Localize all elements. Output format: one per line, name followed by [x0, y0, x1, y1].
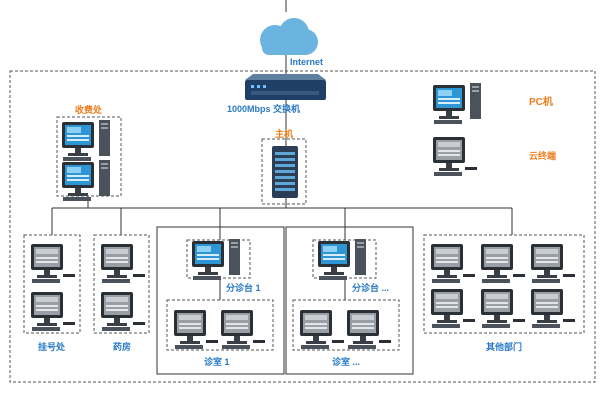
registration-terminal-icon [31, 292, 75, 331]
clinic-1-terminal-icon [221, 310, 265, 349]
other-dept-terminal-icon [531, 244, 575, 283]
registration-terminal-icon [31, 244, 75, 283]
other-dept-terminal-icon [531, 289, 575, 328]
clinic-1-terminal-icon [174, 310, 218, 349]
clinic-1-label: 诊室 1 [204, 357, 230, 367]
consultation-frames [156, 226, 414, 375]
server-icon [272, 146, 298, 198]
internet-label: Internet [290, 57, 324, 67]
clinic-n-terminal-icon [347, 310, 391, 349]
clinic-n-label: 诊室 ... [332, 357, 361, 367]
switch-label: 1000Mbps 交换机 [227, 104, 301, 114]
clinic-n-terminal-icon [300, 310, 344, 349]
legend-thin-client-icon [433, 137, 477, 176]
switch-icon [245, 74, 326, 100]
group-borders [9, 70, 596, 383]
internet-cloud-icon [260, 18, 318, 55]
legend-thin-client-label: 云终端 [529, 151, 557, 161]
other-dept-terminal-icon [431, 289, 475, 328]
legend-pc-icon [433, 83, 481, 124]
triage-1-pc-icon [192, 239, 240, 280]
pharmacy-label: 药房 [113, 342, 132, 352]
other-dept-terminal-icon [481, 289, 525, 328]
registration-label: 挂号处 [38, 342, 66, 352]
triage-n-label: 分诊台 ... [352, 283, 390, 293]
triage-n-pc-icon [318, 239, 366, 280]
triage-1-label: 分诊台 1 [226, 283, 261, 293]
cashier-label: 收费处 [75, 105, 103, 115]
cashier-pc-icon [62, 120, 110, 161]
other-dept-terminal-icon [431, 244, 475, 283]
cashier-pc-icon [62, 160, 110, 201]
other-depts-label: 其他部门 [486, 342, 523, 352]
legend-pc-label: PC机 [529, 97, 553, 108]
host-label: 主机 [275, 129, 294, 139]
pharmacy-terminal-icon [101, 292, 145, 331]
other-dept-terminal-icon [481, 244, 525, 283]
pharmacy-terminal-icon [101, 244, 145, 283]
